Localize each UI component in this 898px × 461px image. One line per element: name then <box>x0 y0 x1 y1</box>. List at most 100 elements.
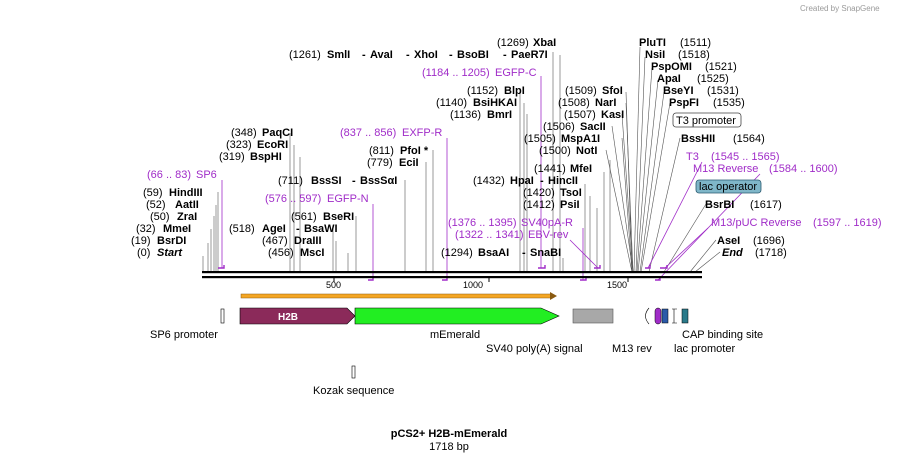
lac-operator-box <box>695 179 762 194</box>
svg-text:-: - <box>362 49 366 61</box>
sp6-promoter-mark <box>220 308 225 324</box>
svg-text:(1545 .. 1565): (1545 .. 1565) <box>711 151 780 163</box>
svg-text:PfoI *: PfoI * <box>400 145 429 157</box>
svg-text:(1507): (1507) <box>564 109 596 121</box>
svg-text:M13/pUC Reverse: M13/pUC Reverse <box>711 217 801 229</box>
svg-text:BseYI: BseYI <box>663 85 694 97</box>
sv40-polya-feature <box>572 308 614 324</box>
svg-text:(1412): (1412) <box>523 199 555 211</box>
svg-text:HindIII: HindIII <box>169 187 203 199</box>
left-sites: (348)PaqCI (323)EcoRI (319)BspHI (59)Hin… <box>131 127 293 259</box>
t3-promoter-box <box>672 112 742 128</box>
svg-text:(1597 .. 1619): (1597 .. 1619) <box>813 217 882 229</box>
svg-text:End: End <box>722 247 743 259</box>
svg-text:SV40pA-R: SV40pA-R <box>521 217 573 229</box>
svg-text:-: - <box>352 175 356 187</box>
svg-text:(1518): (1518) <box>678 49 710 61</box>
svg-text:BssHII: BssHII <box>681 133 715 145</box>
svg-text:EGFP-N: EGFP-N <box>327 193 369 205</box>
svg-text:(1294): (1294) <box>441 247 473 259</box>
m13-rev-label: M13 rev <box>612 343 652 355</box>
svg-text:SacII: SacII <box>580 121 606 133</box>
lac-promoter-feature <box>672 308 677 324</box>
svg-text:(518): (518) <box>229 223 255 235</box>
svg-text:Start: Start <box>157 247 183 259</box>
svg-text:BseRI: BseRI <box>323 211 354 223</box>
kozak-mark <box>351 365 356 379</box>
svg-text:BsaAI: BsaAI <box>478 247 509 259</box>
svg-text:MmeI: MmeI <box>163 223 191 235</box>
svg-text:PspOMI: PspOMI <box>651 61 692 73</box>
tick-1000: 1000 <box>463 280 483 290</box>
svg-text:(1136): (1136) <box>450 109 481 121</box>
svg-text:(837 .. 856): (837 .. 856) <box>340 127 396 139</box>
svg-text:EcoRI: EcoRI <box>257 139 288 151</box>
svg-text:(0): (0) <box>137 247 150 259</box>
svg-text:(1152): (1152) <box>467 85 498 97</box>
svg-text:(348): (348) <box>231 127 257 139</box>
cap-site-label: CAP binding site <box>682 329 763 341</box>
memerald-label: mEmerald <box>430 329 480 341</box>
map-title: pCS2+ H2B-mEmerald <box>391 428 507 440</box>
svg-text:BspHI: BspHI <box>250 151 282 163</box>
primer-lines <box>221 76 761 281</box>
svg-text:-: - <box>449 49 453 61</box>
top-sites: (1269) XbaI (1261) SmlI - AvaI - XhoI - … <box>289 37 556 61</box>
mid-sites: (711) BssSI - BssSαI (561)BseRI (518) Ag… <box>229 145 429 259</box>
site-lines <box>202 46 721 273</box>
svg-text:NarI: NarI <box>595 97 616 109</box>
svg-text:AgeI: AgeI <box>262 223 286 235</box>
svg-text:BmrI: BmrI <box>487 109 512 121</box>
tick-500: 500 <box>326 280 341 290</box>
svg-text:(811): (811) <box>369 145 394 157</box>
svg-text:(1531): (1531) <box>707 85 739 97</box>
svg-text:(1506): (1506) <box>543 121 575 133</box>
svg-text:HincII: HincII <box>548 175 578 187</box>
sv40-label: SV40 poly(A) signal <box>486 343 583 355</box>
svg-text:MspA1I: MspA1I <box>561 133 600 145</box>
lac-operator-feature <box>661 308 669 324</box>
orf-arrow <box>240 292 557 300</box>
svg-text:NotI: NotI <box>576 145 597 157</box>
svg-text:(467): (467) <box>262 235 288 247</box>
svg-text:AatII: AatII <box>175 199 199 211</box>
map-length: 1718 bp <box>429 441 469 453</box>
t3-promoter-label: T3 promoter <box>676 115 736 127</box>
svg-text:(319): (319) <box>219 151 245 163</box>
svg-text:(1509): (1509) <box>565 85 597 97</box>
svg-text:(1420): (1420) <box>523 187 555 199</box>
svg-text:EBV-rev: EBV-rev <box>528 229 569 241</box>
sp6-promoter-label: SP6 promoter <box>150 329 218 341</box>
svg-text:BsaWI: BsaWI <box>304 223 338 235</box>
svg-text:BsrDI: BsrDI <box>157 235 186 247</box>
svg-text:PaeR7I: PaeR7I <box>511 49 548 61</box>
memerald-feature <box>354 307 560 325</box>
svg-text:MfeI: MfeI <box>570 163 592 175</box>
svg-text:XbaI: XbaI <box>533 37 556 49</box>
svg-text:(323): (323) <box>226 139 252 151</box>
svg-text:(1261): (1261) <box>289 49 321 61</box>
svg-text:EGFP-C: EGFP-C <box>495 67 537 79</box>
svg-text:AvaI: AvaI <box>370 49 393 61</box>
svg-text:(1617): (1617) <box>750 199 782 211</box>
svg-text:BlpI: BlpI <box>504 85 525 97</box>
svg-text:-: - <box>540 175 544 187</box>
svg-text:(456): (456) <box>268 247 294 259</box>
svg-text:NsiI: NsiI <box>645 49 665 61</box>
center-sites: (1152)BlpI (1140)BsiHKAI (1136)BmrI (143… <box>436 85 624 259</box>
svg-text:(1432): (1432) <box>473 175 505 187</box>
svg-text:(52): (52) <box>146 199 166 211</box>
svg-text:(32): (32) <box>136 223 156 235</box>
svg-text:BssSI: BssSI <box>311 175 342 187</box>
svg-text:SmlI: SmlI <box>327 49 350 61</box>
svg-text:(1269): (1269) <box>497 37 529 49</box>
cap-binding-feature <box>681 308 689 324</box>
svg-text:PsiI: PsiI <box>560 199 580 211</box>
svg-text:EciI: EciI <box>399 157 419 169</box>
svg-text:PluTI: PluTI <box>639 37 666 49</box>
svg-text:(1584 .. 1600): (1584 .. 1600) <box>769 163 838 175</box>
svg-text:(1500): (1500) <box>539 145 571 157</box>
snapgene-credit: Created by SnapGene <box>800 4 880 13</box>
svg-text:(561): (561) <box>291 211 317 223</box>
